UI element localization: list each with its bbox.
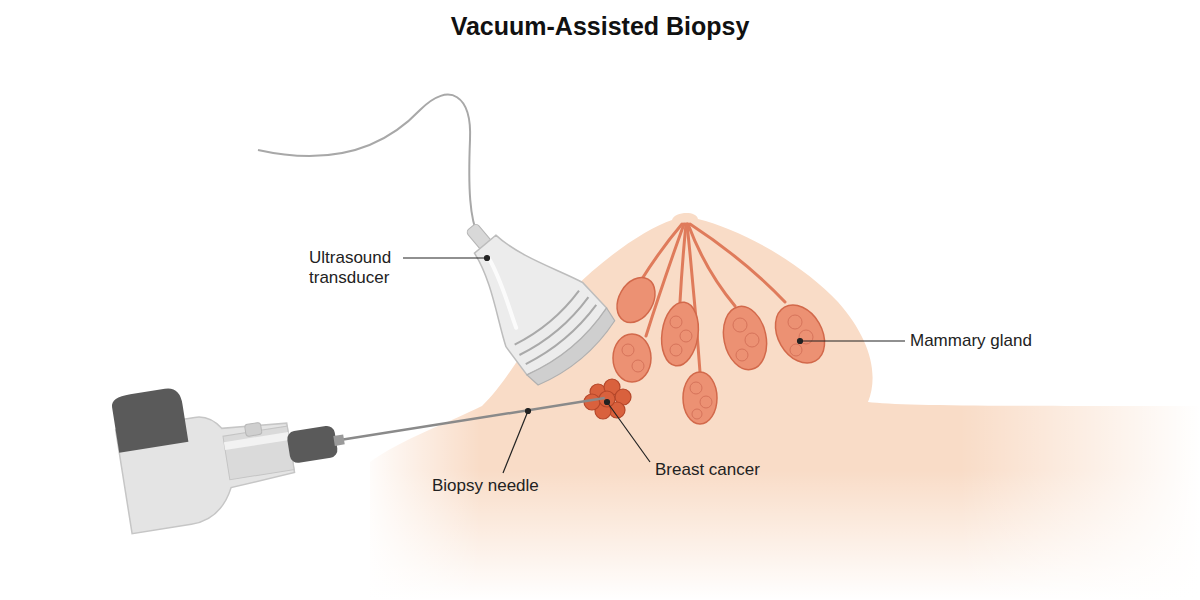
- gland-lobules: [609, 271, 834, 424]
- skin-fade: [360, 400, 480, 600]
- part-label: Breast cancer: [655, 460, 760, 480]
- lobule-texture: [622, 315, 813, 419]
- transducer-cable: [258, 95, 478, 236]
- skin-fade: [960, 400, 1200, 600]
- part-label: Ultrasound transducer: [309, 248, 409, 288]
- leader-lines: [403, 256, 905, 474]
- part-label: Mammary gland: [910, 331, 1032, 351]
- biopsy-device: [111, 321, 615, 534]
- part-label: Biopsy needle: [432, 476, 539, 496]
- diagram-title: Vacuum-Assisted Biopsy: [0, 12, 1200, 41]
- ultrasound-probe: [431, 194, 621, 392]
